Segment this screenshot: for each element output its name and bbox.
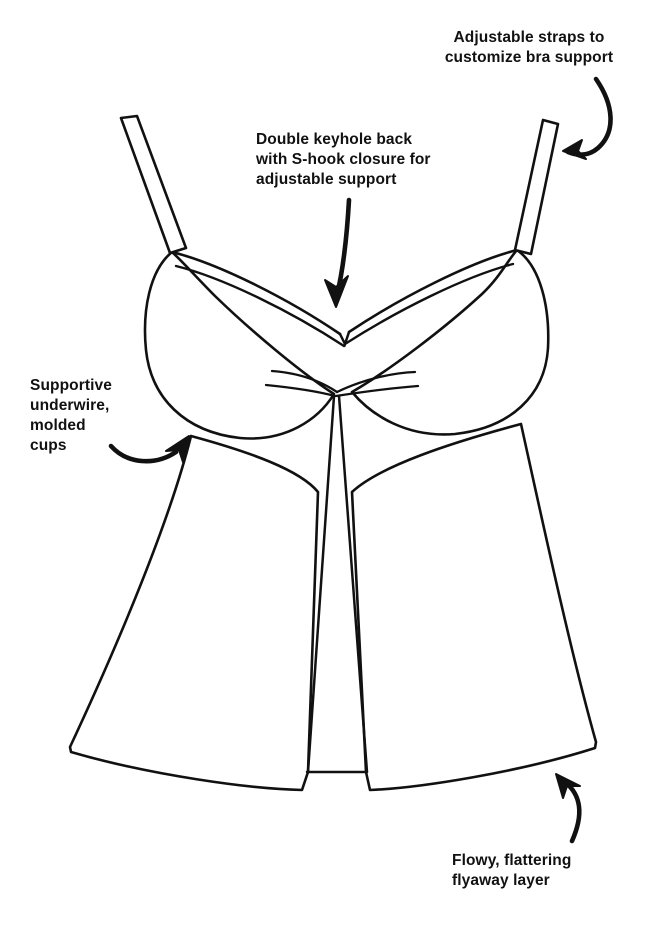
flyaway-arrow-shaft — [562, 779, 582, 844]
right-strap — [513, 118, 560, 256]
bodice-group — [143, 248, 550, 774]
right-neckline-band-inner — [343, 262, 515, 346]
center-placket-left-edge — [306, 394, 336, 774]
straps-group — [119, 114, 560, 256]
gather-line-3 — [335, 370, 417, 394]
gather-line-2 — [264, 383, 337, 398]
underwire-arrow-head — [165, 435, 190, 463]
flyaway-layer-group — [68, 422, 598, 792]
callout-adjustable-straps: Adjustable straps to customize bra suppo… — [444, 29, 614, 66]
flyaway-arrow-head — [555, 773, 581, 799]
callout-supportive-underwire: Supportive underwire, molded cups — [30, 377, 112, 454]
left-neckline-band-inner — [174, 264, 346, 348]
center-placket-right-edge — [337, 394, 369, 774]
callout-double-keyhole-back: Double keyhole back with S-hook closure … — [256, 131, 431, 188]
arrows-group — [108, 76, 613, 844]
left-neckline-band-outer — [170, 250, 342, 336]
gather-line-4 — [334, 384, 420, 398]
left-cup — [143, 250, 336, 440]
center-v-notch — [338, 330, 351, 348]
right-body-panel — [350, 422, 598, 792]
straps-arrow-head — [562, 139, 587, 160]
right-neckline-band-outer — [347, 248, 519, 334]
gather-line-1 — [270, 369, 339, 394]
right-cup — [350, 248, 550, 436]
left-strap — [119, 114, 188, 255]
underwire-arrow-shaft — [108, 443, 179, 464]
left-body-panel — [68, 434, 320, 792]
keyhole-arrow-head — [324, 275, 349, 308]
callout-flyaway-layer: Flowy, flattering flyaway layer — [452, 852, 572, 889]
